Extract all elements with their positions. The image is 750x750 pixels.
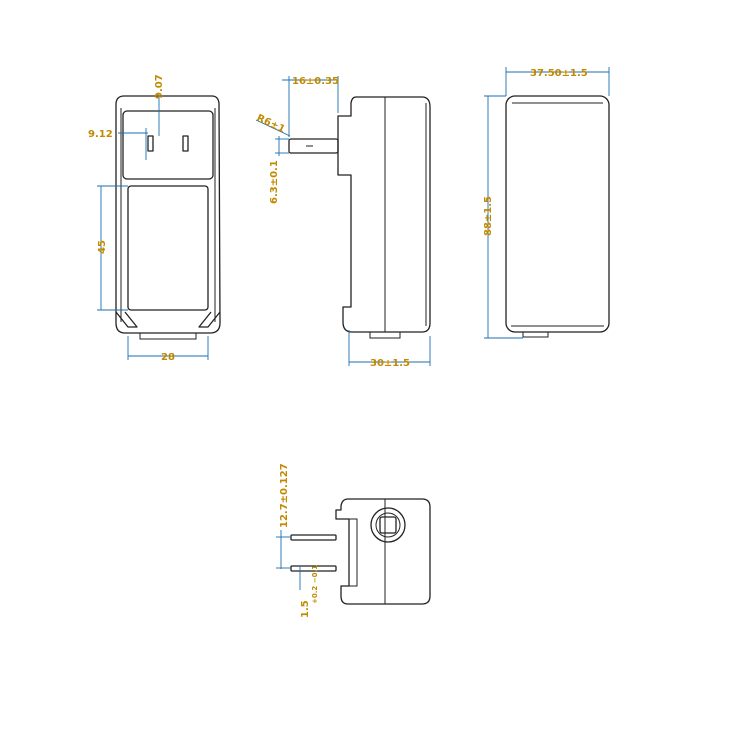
dim-label-bottom-pin-thickness: 1.5 <box>300 600 311 618</box>
front-view-bottom-corner-left <box>115 311 138 328</box>
side-view-body-outline <box>337 96 431 333</box>
front-view-body-outline <box>115 95 221 334</box>
bottom-view-body-outline <box>335 498 431 605</box>
bottom-view-step <box>349 518 358 587</box>
back-view: 37.50±1.5 88±1.5 <box>483 67 610 339</box>
bottom-view-connector-socket <box>379 516 397 534</box>
dim-label-side-depth: 30±1.5 <box>370 358 410 369</box>
front-view-bottom-foot <box>139 333 197 340</box>
dim-label-back-height: 88±1.5 <box>483 196 494 236</box>
bottom-view-connector-outer <box>370 507 406 543</box>
back-view-bottom-foot <box>522 332 549 338</box>
dim-label-front-height: 45 <box>97 240 108 254</box>
back-view-body-outline <box>505 95 610 333</box>
dim-label-back-width: 37.50±1.5 <box>530 68 588 79</box>
bottom-view-connector-inner <box>375 512 401 538</box>
side-view: 16±0.35 R6±1 6.3±0.1 30±1.5 <box>255 76 431 369</box>
side-view-bottom-foot <box>369 332 401 339</box>
dim-label-side-pin-offset: 6.3±0.1 <box>269 160 280 204</box>
bottom-view: 12.7±0.127 1.5 +0.2 −0.1 <box>276 463 431 618</box>
dim-label-bottom-pin-spacing: 12.7±0.127 <box>279 463 290 528</box>
dim-label-front-pin-offset: 9.12 <box>88 129 113 140</box>
front-view-inner-edge <box>120 108 216 322</box>
bottom-view-pin-top <box>290 534 337 541</box>
dim-label-side-radius: R6±1 <box>255 113 287 136</box>
bottom-view-pin-bottom <box>290 565 337 572</box>
front-view: 9.07 9.12 45 28 <box>88 74 221 363</box>
front-view-plug-face <box>122 110 214 180</box>
dim-label-front-pin-height: 9.07 <box>154 74 165 99</box>
dim-label-front-width: 28 <box>161 352 175 363</box>
dim-leader-side-radius <box>255 119 291 137</box>
dim-label-side-pin-length: 16±0.35 <box>292 76 339 87</box>
dim-label-bottom-tolerance: +0.2 −0.1 <box>311 565 319 604</box>
front-view-label-area <box>127 185 209 311</box>
side-view-pin <box>288 138 339 154</box>
front-view-pin-right <box>182 135 189 152</box>
front-view-pin-left <box>147 135 154 152</box>
front-view-bottom-corner-right <box>198 311 221 328</box>
